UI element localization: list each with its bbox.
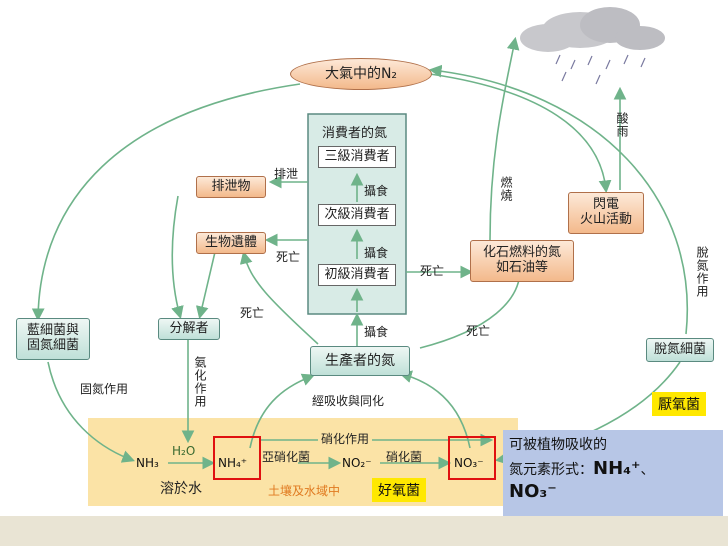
lightning-label: 閃電 火山活動 <box>579 197 632 227</box>
fossil-label: 化石燃料的氮 如石油等 <box>482 245 561 275</box>
denitrifier-label: 脫氮細菌 <box>653 341 706 357</box>
no2-label: NO₂⁻ <box>342 456 372 470</box>
note-line-2-text: 氮元素形式： <box>509 462 593 478</box>
nitrite-bacteria-label: 亞硝化菌 <box>262 450 311 464</box>
cyanobacteria-label: 藍細菌與 固氮細菌 <box>26 323 79 353</box>
note-sep: 、 <box>640 462 655 478</box>
plant-absorb-note: 可被植物吸收的 氮元素形式：NH₄⁺、 NO₃⁻ <box>503 430 723 516</box>
burning-label: 燃燒 <box>499 176 513 202</box>
absorb-assimilate-label: 經吸收與同化 <box>312 394 385 408</box>
tertiary-consumer: 三級消費者 <box>318 146 396 168</box>
note-no3: NO₃⁻ <box>509 481 557 502</box>
note-nh4: NH₄⁺ <box>593 458 641 479</box>
producer-label: 生產者的氮 <box>325 352 395 369</box>
denitrification-label: 脫氮作用 <box>695 246 709 298</box>
consumer-panel-title: 消費者的氮 <box>322 126 388 141</box>
ingest-label-2: 攝食 <box>364 246 389 260</box>
remains-label: 生物遺體 <box>204 234 257 250</box>
decomposer-label: 分解者 <box>169 320 209 336</box>
denitrifier-node: 脫氮細菌 <box>646 338 714 362</box>
no3-highlight-box <box>448 436 496 480</box>
dissolve-water-label: 溶於水 <box>160 481 202 497</box>
ammonification-label: 氨化作用 <box>193 356 207 408</box>
death-label-1: 死亡 <box>276 250 301 264</box>
fossil-node: 化石燃料的氮 如石油等 <box>470 240 574 282</box>
ingest-label-1: 攝食 <box>364 184 389 198</box>
nitrogen-fixation-label: 固氮作用 <box>80 382 129 396</box>
remains-node: 生物遺體 <box>196 232 266 254</box>
nh3-label: NH₃ <box>136 456 159 470</box>
note-line-2: 氮元素形式：NH₄⁺、 <box>509 458 717 479</box>
lightning-node: 閃電 火山活動 <box>568 192 644 234</box>
aerobic-label: 好氧菌 <box>372 478 426 502</box>
cyanobacteria-node: 藍細菌與 固氮細菌 <box>16 318 90 360</box>
soil-water-label: 土壤及水域中 <box>268 484 341 498</box>
primary-consumer-label: 初級消費者 <box>324 266 390 282</box>
nitrification-label: 硝化作用 <box>318 430 373 447</box>
ingest-label-3: 攝食 <box>364 325 389 339</box>
excrete-label: 排泄 <box>274 167 299 181</box>
excreta-label: 排泄物 <box>211 178 251 194</box>
cloud-icon <box>520 7 665 85</box>
acid-rain-label: 酸雨 <box>615 112 629 138</box>
primary-consumer: 初級消費者 <box>318 264 396 286</box>
tertiary-consumer-label: 三級消費者 <box>324 148 390 164</box>
decomposer-node: 分解者 <box>158 318 220 340</box>
death-label-3: 死亡 <box>420 264 445 278</box>
atmosphere-n2-label: 大氣中的N₂ <box>324 65 398 82</box>
h2o-label: H₂O <box>172 444 196 458</box>
secondary-consumer: 次級消費者 <box>318 204 396 226</box>
producer-node: 生產者的氮 <box>310 346 410 376</box>
excreta-node: 排泄物 <box>196 176 266 198</box>
secondary-consumer-label: 次級消費者 <box>324 206 390 222</box>
atmosphere-n2-node: 大氣中的N₂ <box>290 58 432 90</box>
death-label-4: 死亡 <box>466 324 491 338</box>
nitrate-bacteria-label: 硝化菌 <box>386 450 423 464</box>
nh4-label: NH₄⁺ <box>218 456 248 470</box>
anaerobic-label: 厭氧菌 <box>652 392 706 416</box>
note-line-1: 可被植物吸收的 <box>509 437 607 453</box>
no3-label: NO₃⁻ <box>454 456 484 470</box>
death-label-2: 死亡 <box>240 306 265 320</box>
nh4-highlight-box <box>213 436 261 480</box>
